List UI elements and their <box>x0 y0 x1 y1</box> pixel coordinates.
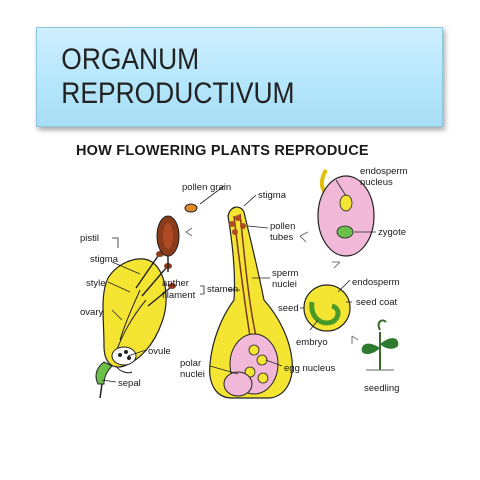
pollen-grain-icon <box>184 203 198 213</box>
label-seed: seed <box>278 303 299 314</box>
label-stigma-top: stigma <box>258 190 287 201</box>
label-stigma-left: stigma <box>90 254 119 265</box>
label-seed-coat: seed coat <box>356 297 398 308</box>
pistil-illustration <box>209 206 293 399</box>
anther-illustration <box>156 215 193 272</box>
label-filament: filament <box>162 290 196 301</box>
flower-illustration <box>95 251 176 399</box>
label-ovary: ovary <box>80 307 103 318</box>
label-endosperm: endosperm <box>352 277 400 288</box>
label-zygote: zygote <box>378 227 406 238</box>
label-endosperm-nucleus-2: nucleus <box>360 177 393 188</box>
diagram-subtitle: HOW FLOWERING PLANTS REPRODUCE <box>76 143 369 159</box>
label-polar-nuclei-2: nuclei <box>180 369 205 380</box>
arrow-icon <box>351 335 359 344</box>
label-pistil: pistil <box>80 233 99 244</box>
label-anther: anther <box>162 278 189 289</box>
label-egg-nucleus: egg nucleus <box>284 363 335 374</box>
page-title: ORGANUM REPRODUCTIVUM <box>61 43 295 110</box>
label-stamen: stamen <box>207 284 238 295</box>
label-sepal: sepal <box>118 378 141 389</box>
label-pollen-tubes-1: pollen <box>270 221 295 232</box>
seedling-illustration <box>361 319 399 371</box>
label-endosperm-nucleus-1: endosperm <box>360 166 408 177</box>
label-ovule: ovule <box>148 346 171 357</box>
arrow-icon <box>299 231 309 243</box>
zygote-ovule-illustration <box>317 168 375 257</box>
label-sperm-nuclei-2: nuclei <box>272 279 297 290</box>
leader-lines <box>101 179 376 383</box>
label-pollen-grain: pollen grain <box>182 182 231 193</box>
label-seedling: seedling <box>364 383 399 394</box>
label-polar-nuclei-1: polar <box>180 358 201 369</box>
label-embryo: embryo <box>296 337 328 348</box>
seed-illustration <box>303 284 351 332</box>
label-sperm-nuclei-1: sperm <box>272 268 298 279</box>
arrow-icon <box>332 261 341 269</box>
label-style: style <box>86 278 106 289</box>
label-pollen-tubes-2: tubes <box>270 232 293 243</box>
title-banner: ORGANUM REPRODUCTIVUM <box>36 27 443 127</box>
